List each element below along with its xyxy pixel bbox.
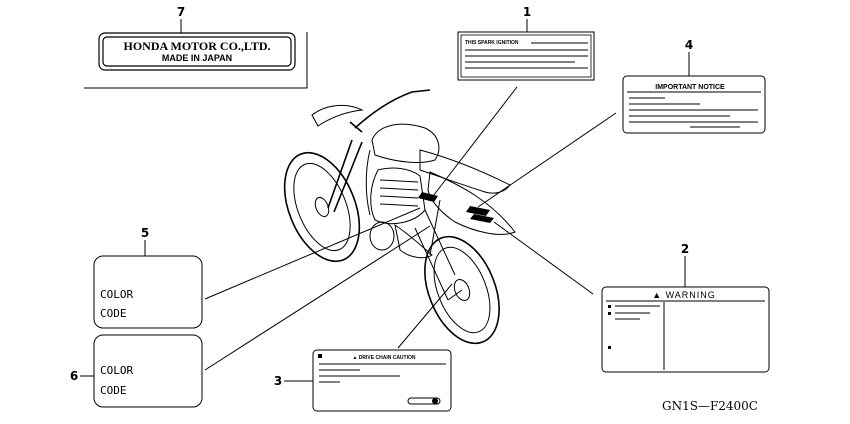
label-7-group: 7 HONDA MOTOR CO.,LTD. MADE IN JAPAN [84,5,308,89]
label-6-box [93,334,203,408]
callout-6: 6 [70,369,78,383]
label-7-line2: MADE IN JAPAN [162,53,232,63]
motorcycle-illustration [283,89,516,345]
label-3-group: 3 ▲ DRIVE CHAIN CAUTION [274,349,452,412]
callout-7: 7 [177,5,185,19]
label-4-title: IMPORTANT NOTICE [655,84,725,91]
label-5-box [93,255,203,329]
label-6-line1: COLOR [100,364,133,377]
label-2-group: 2 ▲ WARNING [601,242,770,373]
label-7-inner [102,36,292,67]
label-5-line1: COLOR [100,288,133,301]
label-4-box [622,75,766,134]
leader-lines [204,86,617,371]
callout-3: 3 [274,374,282,388]
callout-4: 4 [685,38,693,52]
label-5-line2: CODE [100,307,127,320]
label-1-group: 1 THIS SPARK IGNITION [457,5,595,81]
label-2-box [601,286,770,373]
label-5-group: 5 COLOR CODE [93,226,203,329]
callout-2: 2 [681,242,689,256]
label-1-box [457,31,595,81]
label-6-group: COLOR CODE 6 [70,334,203,408]
label-6-line2: CODE [100,384,127,397]
diagram-code: GN1S—F2400C [662,399,758,413]
label-1-title: THIS SPARK IGNITION [465,40,519,46]
callout-5: 5 [141,226,149,240]
label-4-group: 4 IMPORTANT NOTICE [622,38,766,134]
label-3-title: ▲ DRIVE CHAIN CAUTION [352,355,415,361]
corner-line [84,32,308,89]
label-7-line1: HONDA MOTOR CO.,LTD. [123,39,270,53]
label-3-box [312,349,452,412]
callout-1: 1 [523,5,531,19]
label-7-outer [98,32,296,71]
label-2-title: ▲ WARNING [652,290,716,300]
